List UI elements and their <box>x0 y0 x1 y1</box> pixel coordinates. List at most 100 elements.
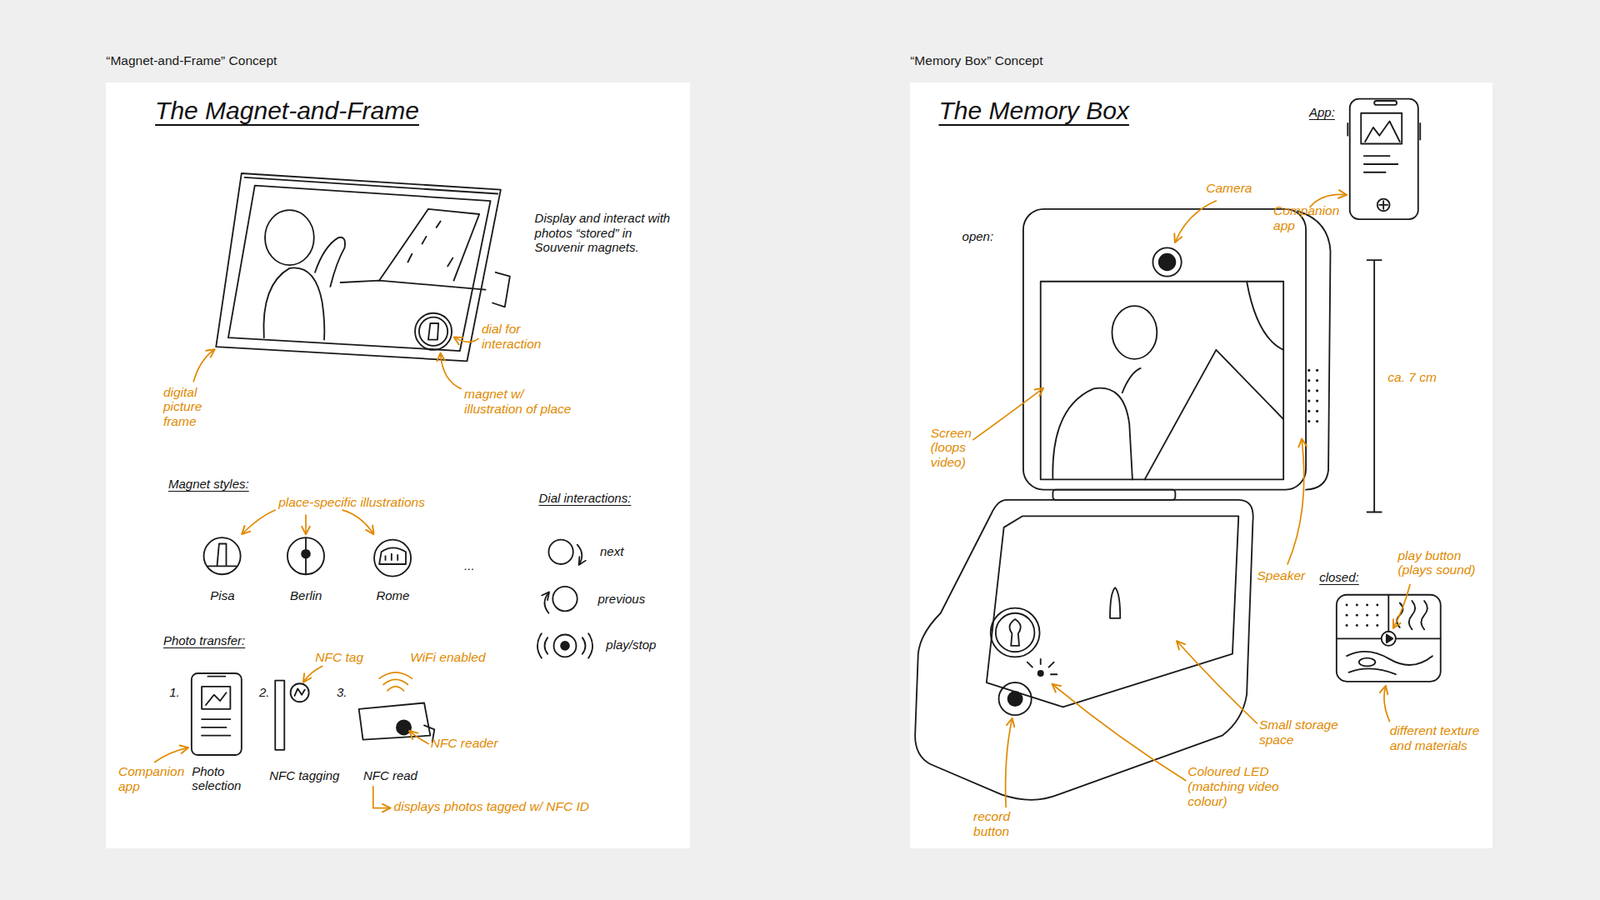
sketch-path <box>1175 200 1217 242</box>
sketch-circle <box>1315 410 1319 413</box>
annotation-label: record button <box>973 809 1041 840</box>
sketch-note: Berlin <box>290 588 322 603</box>
sketch-path <box>264 268 325 340</box>
annotation-label: Coloured LED (matching video colour) <box>1187 764 1309 809</box>
texture-dots <box>1345 604 1380 627</box>
sketch-ellipse <box>265 210 315 265</box>
sketch-circle <box>1307 389 1310 392</box>
concept-heading: “Memory Box” Concept <box>910 53 1043 69</box>
leader-lines <box>155 337 479 809</box>
sketch-path <box>208 675 226 678</box>
sketch-path <box>1053 685 1186 781</box>
sketch-path <box>1287 440 1305 565</box>
sketch-path <box>379 672 412 691</box>
sketch-path <box>986 516 1239 708</box>
section-heading: Dial interactions: <box>538 490 631 505</box>
sketch-path <box>1367 260 1382 512</box>
section-heading: Photo transfer: <box>163 633 245 648</box>
sketch-circle <box>415 313 452 350</box>
sketch-path <box>1346 651 1433 675</box>
annotation-label: place-specific illustrations <box>278 495 425 510</box>
sketch-circle <box>1381 631 1396 646</box>
sketch-path <box>1110 587 1120 619</box>
sketch-circle <box>990 608 1040 658</box>
sketch-note: next <box>600 544 624 559</box>
sketch-path <box>242 510 275 534</box>
sketch-circle <box>1376 624 1380 627</box>
sketch-note: Photo selection <box>191 764 257 794</box>
companion-phone <box>1347 99 1420 220</box>
sketch-circle <box>1159 254 1176 271</box>
sketch-path <box>408 221 454 267</box>
sketch-circle <box>396 720 411 735</box>
sketch-path <box>305 515 307 534</box>
sketch-path <box>492 272 510 308</box>
sketch-circle <box>374 540 411 577</box>
sketch-circle <box>1315 420 1319 423</box>
sketch-path <box>1177 641 1258 724</box>
concept-heading: “Magnet-and-Frame” Concept <box>105 53 277 69</box>
sketch-note: Display and interact with photos “stored… <box>535 210 678 255</box>
sketch-circle <box>1345 624 1349 627</box>
sketch-circle <box>995 613 1035 653</box>
sketch-circle <box>549 540 574 565</box>
sketch-path <box>428 323 439 340</box>
section-heading: App: <box>1309 105 1335 120</box>
section-heading: closed: <box>1319 570 1360 585</box>
sketch-path <box>1010 619 1021 646</box>
annotation-label: play button (plays sound) <box>1397 548 1484 579</box>
sketch-circle <box>1307 369 1310 372</box>
sketch-note: play/stop <box>605 637 656 652</box>
sketch-circle <box>1315 400 1319 403</box>
magnet-frame-sketch <box>105 82 690 848</box>
sketch-rect <box>275 680 285 750</box>
annotation-label: ca. 7 cm <box>1387 370 1437 385</box>
annotation-label: Companion app <box>1273 203 1337 234</box>
sketch-circle <box>554 635 577 658</box>
sketch-note: previous <box>597 591 645 606</box>
sketch-circle <box>419 317 448 346</box>
sketch-circle <box>1345 604 1349 607</box>
sketch-rect <box>1374 100 1397 105</box>
sketch-rect <box>1360 113 1402 145</box>
annotation-label: Camera <box>1205 180 1252 196</box>
sketch-note: Rome <box>375 588 410 603</box>
sketch-circle <box>1008 691 1023 706</box>
sketch-path <box>577 545 583 565</box>
sketch-rect <box>1350 99 1419 220</box>
annotation-label: WiFi enabled <box>410 650 485 665</box>
sketch-circle <box>560 641 570 650</box>
box-base <box>915 500 1254 800</box>
sketch-circle <box>301 550 310 559</box>
sketch-path <box>340 280 486 290</box>
sketch-circle <box>1376 614 1380 617</box>
annotation-label: Speaker <box>1256 568 1305 584</box>
concept-panel: “Magnet-and-Frame” ConceptThe Magnet-and… <box>105 82 690 848</box>
sketch-circle <box>1355 624 1359 627</box>
sketch-title: The Memory Box <box>938 96 1129 126</box>
sketch-ellipse <box>1359 658 1376 667</box>
sketch-path <box>1396 600 1428 630</box>
sketch-circle <box>1315 379 1319 382</box>
sketch-rect <box>1336 595 1441 682</box>
annotation-label: different texture and materials <box>1390 723 1485 754</box>
sketch-path <box>1386 635 1393 644</box>
sketch-path <box>315 237 345 287</box>
sketch-note: 3. <box>336 685 348 700</box>
annotation-label: digital picture frame <box>163 385 229 430</box>
sketch-path <box>373 786 390 809</box>
sketch-path <box>455 337 479 342</box>
sketch-path <box>1384 686 1390 722</box>
sketch-path <box>245 177 499 195</box>
sketch-path <box>295 689 305 697</box>
sketch-circle <box>287 537 325 575</box>
sketch-path <box>379 209 480 281</box>
sketch-circle <box>1355 614 1359 617</box>
photo-transfer-sketches <box>191 673 435 755</box>
sketch-path <box>228 185 491 351</box>
sketch-circle <box>1315 389 1319 392</box>
magnet-icons <box>204 537 412 577</box>
sketch-path <box>1027 659 1058 675</box>
annotation-label: Companion app <box>118 764 184 795</box>
sketch-path <box>1246 281 1284 350</box>
